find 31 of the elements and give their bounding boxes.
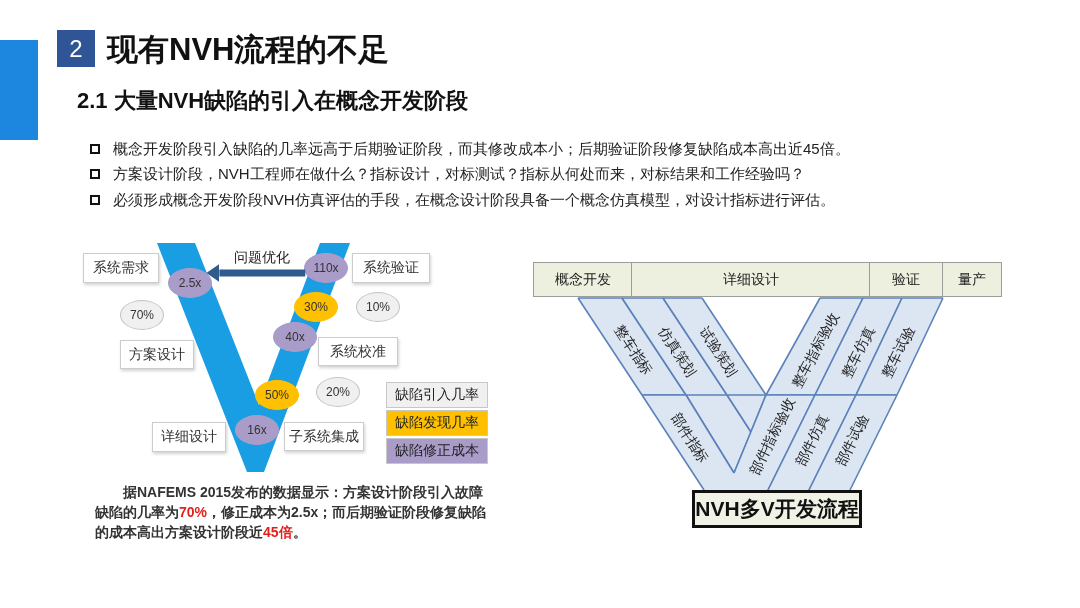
header-cell: 量产 — [943, 262, 1002, 297]
legend-item: 缺陷引入几率 — [386, 382, 488, 408]
value-ellipse: 10% — [356, 292, 400, 322]
title: 现有NVH流程的不足 — [107, 31, 390, 69]
arrow — [206, 264, 306, 282]
stage-box: 系统验证 — [352, 253, 430, 283]
value-ellipse: 40x — [273, 322, 317, 352]
stage-box: 系统需求 — [83, 253, 159, 283]
legend-item: 缺陷发现几率 — [386, 410, 488, 436]
subtitle: 2.1 大量NVH缺陷的引入在概念开发阶段 — [77, 87, 469, 115]
stage-box: 系统校准 — [318, 337, 398, 366]
section-number-badge: 2 — [57, 30, 95, 67]
header-cell: 详细设计 — [632, 262, 870, 297]
title-box: NVH多V开发流程 — [692, 490, 862, 528]
stage-box: 方案设计 — [120, 340, 194, 369]
legend-item: 缺陷修正成本 — [386, 438, 488, 464]
edge-label: 问题优化 — [232, 248, 293, 266]
diagonal-band: 部件指标 — [642, 395, 734, 490]
value-ellipse: 30% — [294, 292, 338, 322]
stage-box: 子系统集成 — [284, 422, 364, 451]
stage-box: 详细设计 — [152, 422, 226, 452]
value-ellipse: 110x — [304, 253, 348, 283]
value-ellipse: 20% — [316, 377, 360, 407]
value-ellipse: 50% — [255, 380, 299, 410]
header-cell: 验证 — [870, 262, 943, 297]
value-ellipse: 70% — [120, 300, 164, 330]
bullet-text: 方案设计阶段，NVH工程师在做什么？指标设计，对标测试？指标从何处而来，对标结果和工作经验吗？ — [113, 164, 805, 184]
bullet-text: 必须形成概念开发阶段NVH仿真评估的手段，在概念设计阶段具备一个概念仿真模型，对设计指标进行评估。 — [113, 190, 835, 210]
note-text: 据NAFEMS 2015发布的数据显示：方案设计阶段引入故障缺陷的几率为70%，修正成本为2.5x；而后期验证阶段修复缺陷的成本高出方案设计阶段近45倍。 — [95, 483, 487, 542]
bullet-text: 概念开发阶段引入缺陷的几率远高于后期验证阶段，而其修改成本小；后期验证阶段修复缺陷成本高出近45倍。 — [113, 139, 850, 159]
header-cell: 概念开发 — [533, 262, 632, 297]
